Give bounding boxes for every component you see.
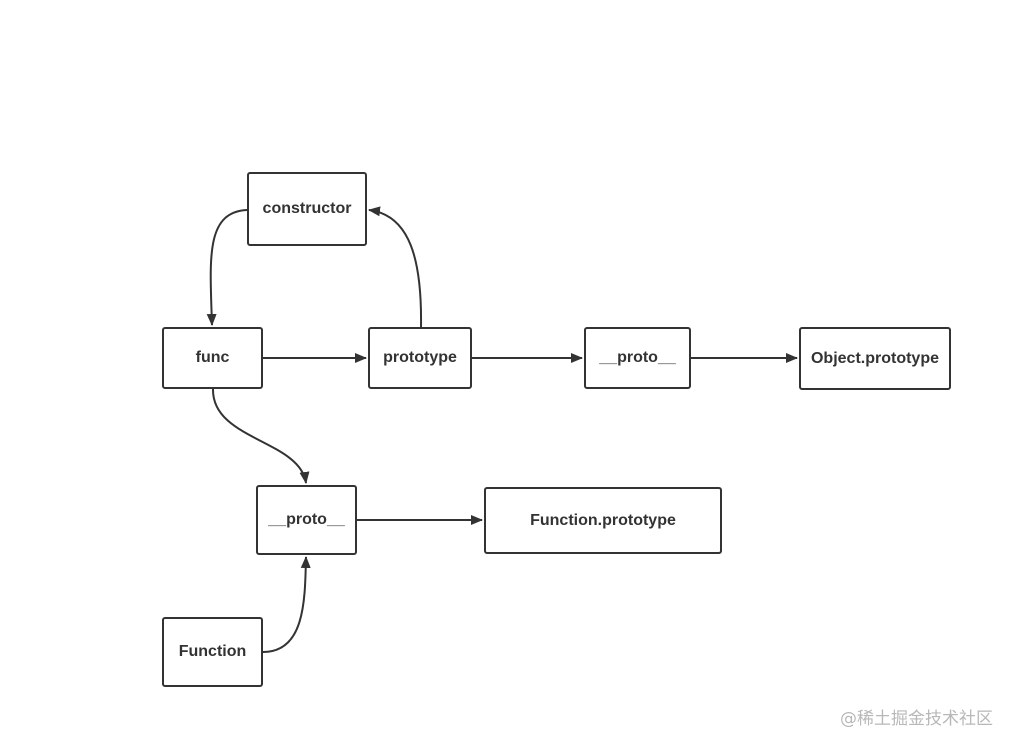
node-func: func bbox=[162, 327, 263, 389]
node-prototype-label: prototype bbox=[383, 349, 457, 366]
edge-prototype-to-constructor bbox=[368, 206, 423, 328]
node-proto-lower-label: __proto__ bbox=[268, 511, 345, 528]
watermark: @稀土掘金技术社区 bbox=[840, 709, 993, 729]
node-prototype: prototype bbox=[368, 327, 472, 389]
edge-constructor-to-func bbox=[206, 209, 248, 326]
edge-func-to-proto-lower bbox=[211, 388, 310, 484]
node-constructor-label: constructor bbox=[262, 200, 352, 217]
node-function-label: Function bbox=[178, 643, 247, 660]
node-object-prototype: Object.prototype bbox=[799, 327, 951, 390]
node-proto-lower: __proto__ bbox=[256, 485, 357, 555]
node-proto-upper: __proto__ bbox=[584, 327, 691, 389]
node-object-prototype-label: Object.prototype bbox=[810, 349, 939, 367]
node-proto-upper-label: __proto__ bbox=[599, 349, 676, 366]
node-function: Function bbox=[162, 617, 263, 687]
node-function-prototype-label: Function.prototype bbox=[530, 511, 676, 529]
node-func-label: func bbox=[195, 349, 230, 366]
node-function-prototype: Function.prototype bbox=[484, 487, 722, 554]
node-constructor: constructor bbox=[247, 172, 367, 246]
edge-function-to-proto-lower bbox=[262, 556, 311, 653]
